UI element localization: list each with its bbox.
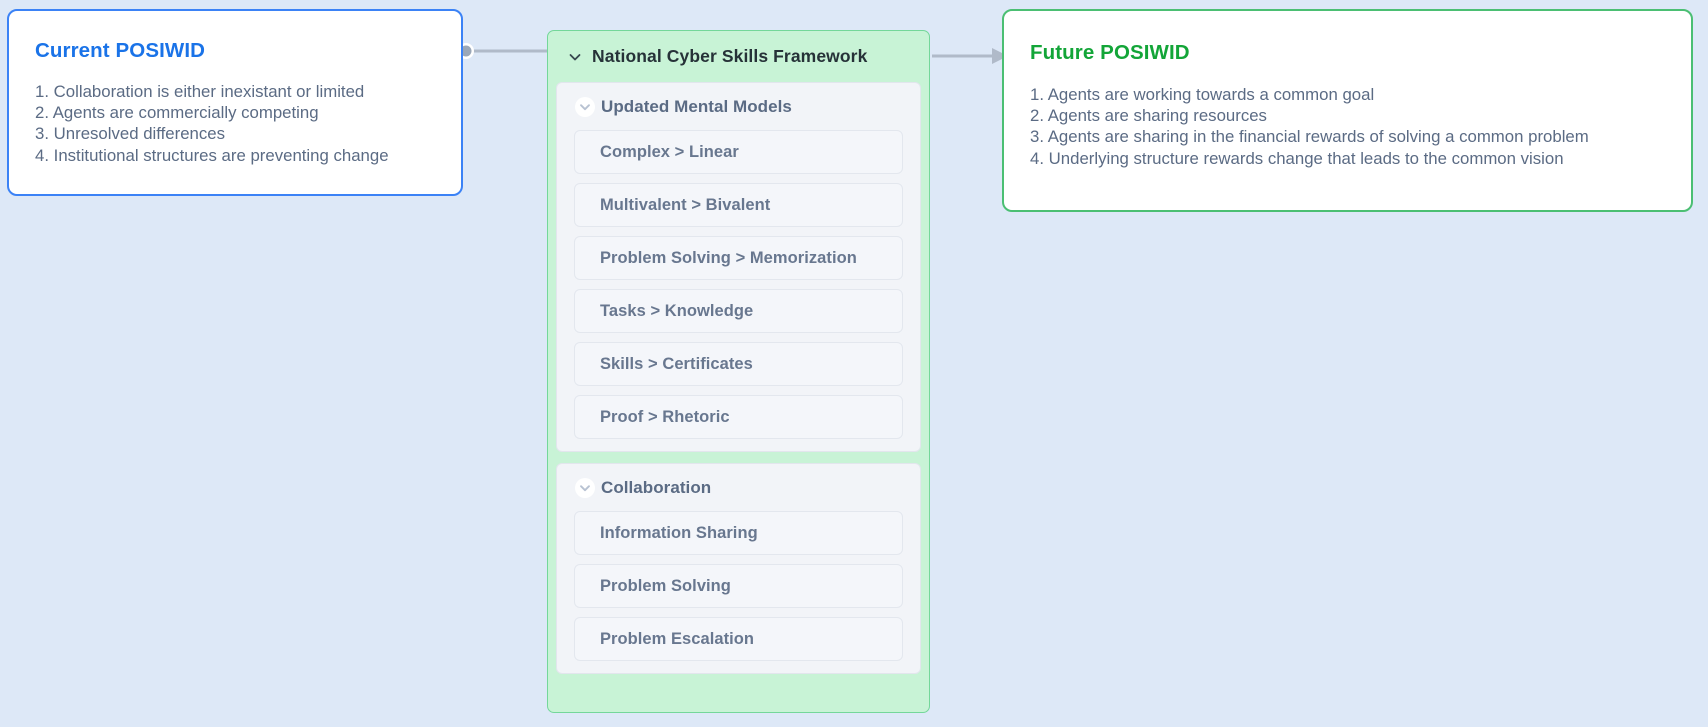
node-future-posiwid[interactable]: Future POSIWID 1. Agents are working tow… [1002,9,1693,212]
chevron-down-icon[interactable] [575,96,595,117]
node-current-posiwid[interactable]: Current POSIWID 1. Collaboration is eith… [7,9,463,196]
chevron-down-icon[interactable] [566,48,584,66]
list-item[interactable]: Skills > Certificates [574,342,903,386]
list-item: 1. Agents are working towards a common g… [1030,84,1375,104]
list-item: 4. Institutional structures are preventi… [35,145,389,165]
list-item: 1. Collaboration is either inexistant or… [35,81,365,101]
node-current-title: Current POSIWID [35,39,206,62]
list-item[interactable]: Proof > Rhetoric [574,395,903,439]
node-future-title: Future POSIWID [1030,41,1190,64]
list-item: 3. Agents are sharing in the financial r… [1030,127,1589,147]
group-title: Collaboration [601,477,712,497]
framework-header[interactable]: National Cyber Skills Framework [556,31,921,82]
group-collaboration[interactable]: Collaboration Information Sharing Proble… [556,463,921,674]
group-updated-mental-models[interactable]: Updated Mental Models Complex > Linear M… [556,82,921,452]
group-header[interactable]: Updated Mental Models [567,83,910,130]
list-item: 3. Unresolved differences [35,124,225,144]
framework-title: National Cyber Skills Framework [592,46,868,66]
list-item[interactable]: Multivalent > Bivalent [574,183,903,227]
list-item: 2. Agents are commercially competing [35,102,319,122]
node-national-cyber-skills-framework[interactable]: National Cyber Skills Framework Updated … [547,30,930,713]
group-title: Updated Mental Models [601,96,792,116]
connector-current-to-framework [458,43,547,59]
chevron-down-icon[interactable] [575,477,595,498]
list-item[interactable]: Problem Escalation [574,617,903,661]
list-item[interactable]: Information Sharing [574,511,903,555]
list-item[interactable]: Tasks > Knowledge [574,289,903,333]
list-item[interactable]: Problem Solving > Memorization [574,236,903,280]
list-item: 4. Underlying structure rewards change t… [1030,148,1564,168]
list-item[interactable]: Problem Solving [574,564,903,608]
group-header[interactable]: Collaboration [567,464,910,511]
connector-framework-to-future [932,48,1008,64]
node-current-list: 1. Collaboration is either inexistant or… [35,81,435,166]
list-item[interactable]: Complex > Linear [574,130,903,174]
node-future-list: 1. Agents are working towards a common g… [1030,84,1665,169]
list-item: 2. Agents are sharing resources [1030,105,1267,125]
